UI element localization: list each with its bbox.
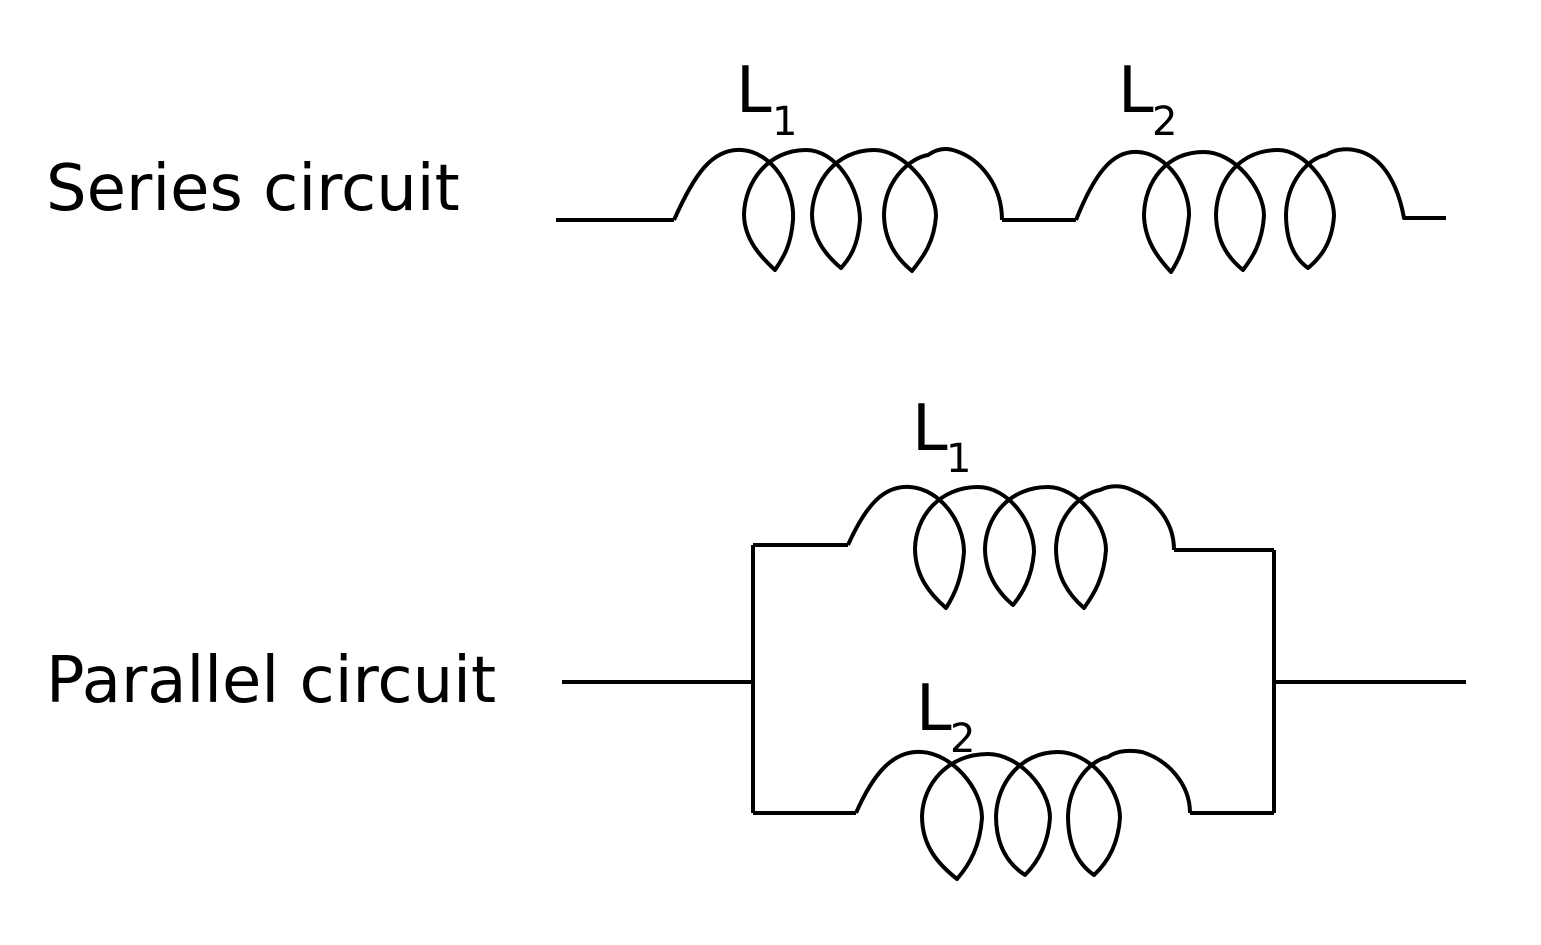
series-inductor-l1: L 1: [672, 54, 1004, 273]
parallel-inductor-l1: L 1: [753, 392, 1274, 610]
series-inductor-l2: L 2: [1074, 54, 1446, 274]
series-l2-coil: [1074, 147, 1446, 274]
series-l1-subscript: 1: [772, 99, 797, 145]
series-l2-letter: L: [1118, 54, 1154, 128]
series-l1-coil: [672, 147, 1004, 273]
parallel-circuit: Parallel circuit L 1 L 2: [46, 392, 1466, 881]
parallel-l2-subscript: 2: [950, 716, 975, 762]
series-l2-subscript: 2: [1152, 99, 1177, 145]
parallel-l2-letter: L: [916, 672, 952, 746]
parallel-inductor-l2: L 2: [753, 672, 1274, 881]
parallel-l1-coil: [846, 484, 1176, 610]
parallel-l1-subscript: 1: [946, 436, 971, 482]
parallel-l2-coil: [854, 748, 1192, 881]
series-l1-letter: L: [736, 54, 772, 128]
parallel-l1-letter: L: [912, 392, 948, 466]
parallel-circuit-title: Parallel circuit: [46, 644, 496, 718]
series-circuit: Series circuit L 1 L 2: [46, 54, 1446, 274]
series-circuit-title: Series circuit: [46, 152, 460, 226]
